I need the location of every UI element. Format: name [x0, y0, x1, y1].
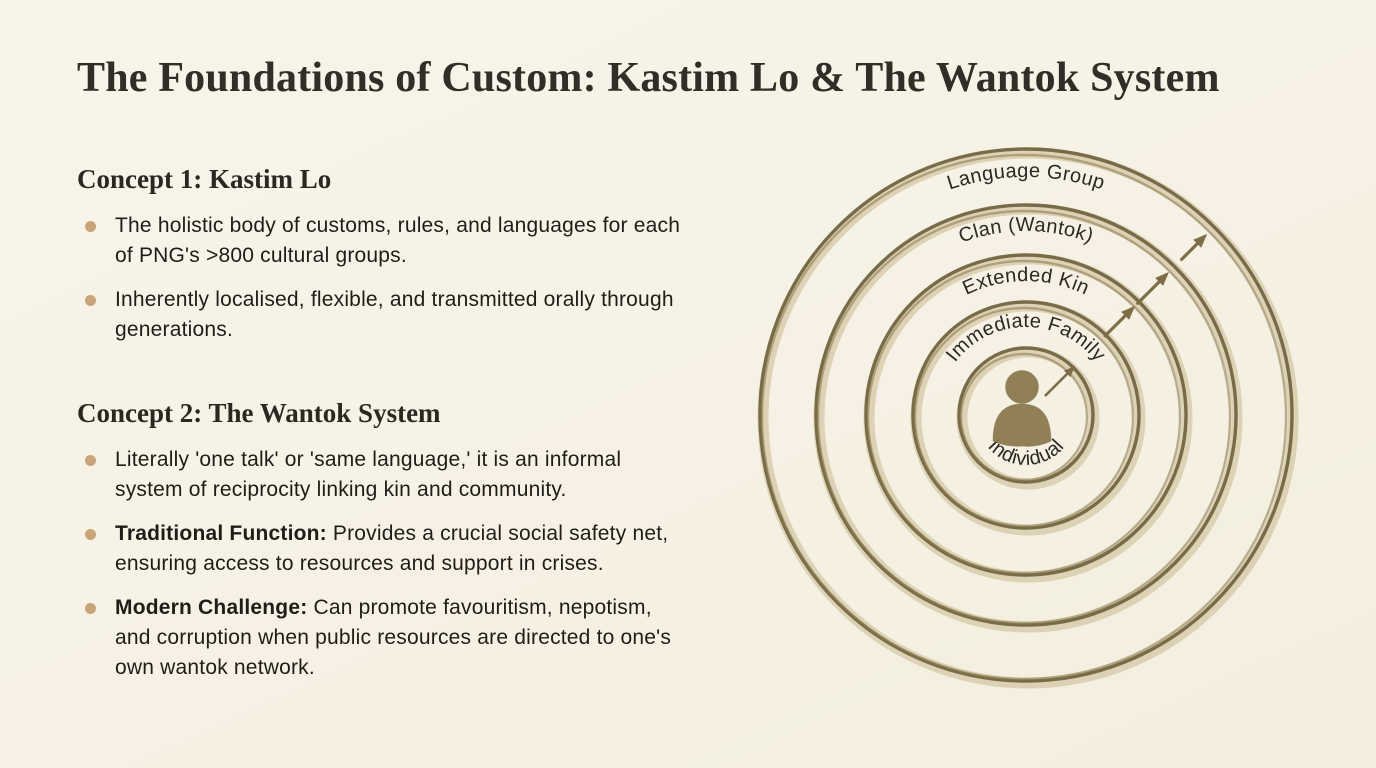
ring-stroke-2 [913, 306, 1135, 528]
outward-arrow [1180, 233, 1208, 261]
ring-extended-kin [863, 253, 1193, 583]
bullet-item: Literally 'one talk' or 'same language,'… [77, 445, 681, 505]
ring-individual [956, 346, 1100, 490]
bullet-item: Inherently localised, flexible, and tran… [77, 285, 681, 345]
bullet-item: Modern Challenge: Can promote favouritis… [77, 593, 681, 683]
ring-stroke [758, 147, 1294, 683]
section-heading: Concept 1: Kastim Lo [77, 164, 332, 194]
bullet-item: Traditional Function: Provides a crucial… [77, 519, 681, 579]
bullet-lead: Modern Challenge: [115, 596, 308, 619]
ring-stroke-2 [866, 259, 1182, 575]
bullet-text: Literally 'one talk' or 'same language,'… [115, 448, 622, 501]
ring-stroke-2 [959, 352, 1089, 482]
bullet-icon [85, 603, 96, 614]
bullet-icon [85, 221, 96, 232]
bullet-list: The holistic body of customs, rules, and… [77, 211, 727, 345]
bullet-text: Provides a crucial social safety net, en… [115, 522, 669, 575]
ring-stroke [911, 300, 1141, 530]
bullet-text: The holistic body of customs, rules, and… [115, 214, 681, 267]
outward-arrow [1103, 305, 1136, 338]
ring-stroke-2 [816, 209, 1232, 625]
bullet-icon [85, 455, 96, 466]
ring-stroke-2 [760, 153, 1288, 681]
person-icon [992, 370, 1052, 447]
ring-immediate-family [910, 300, 1146, 536]
concept-section: Concept 1: Kastim Lo The holistic body of… [77, 163, 727, 345]
bullet-list: Literally 'one talk' or 'same language,'… [77, 445, 727, 683]
bullet-text: Inherently localised, flexible, and tran… [115, 288, 674, 341]
bullet-item: The holistic body of customs, rules, and… [77, 211, 681, 271]
ring-stroke [957, 346, 1095, 484]
bullet-icon [85, 295, 96, 306]
section-heading: Concept 2: The Wantok System [77, 398, 441, 428]
bullet-lead: Traditional Function: [115, 522, 327, 545]
ring-stroke [864, 253, 1188, 577]
ring-clan-wantok- [813, 203, 1243, 633]
outward-arrow [1044, 365, 1076, 397]
outward-arrow [1136, 272, 1169, 305]
ring-stroke [814, 203, 1238, 627]
concepts-column: Concept 1: Kastim Lo The holistic body of… [77, 163, 727, 683]
page-title: The Foundations of Custom: Kastim Lo & T… [77, 55, 1220, 101]
ring-language-group [757, 147, 1299, 689]
bullet-text: Can promote favouritism, nepotism, and c… [115, 596, 672, 679]
bullet-icon [85, 529, 96, 540]
